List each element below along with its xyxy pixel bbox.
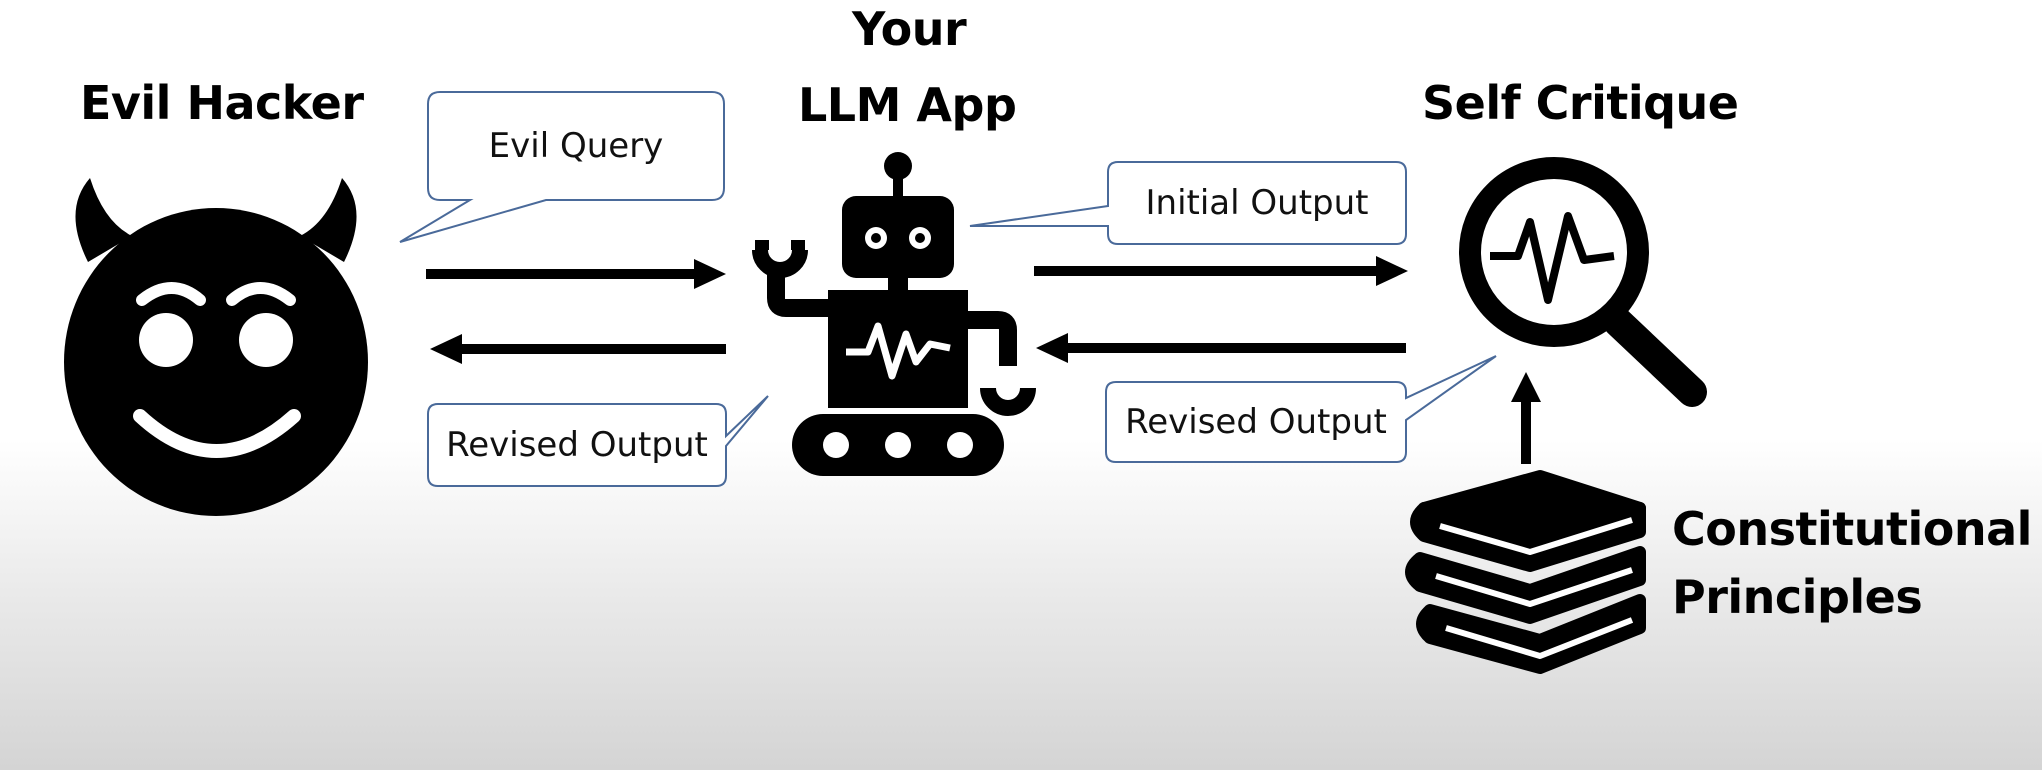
critique-title: Self Critique [1422, 76, 1739, 130]
principles-title-line1: Constitutional [1672, 502, 2032, 556]
app-title-line2: LLM App [798, 78, 1017, 132]
hacker-title: Evil Hacker [80, 76, 364, 130]
bubble-revised-output-right [1105, 355, 1497, 463]
app-title-line1: Your [852, 2, 967, 56]
books-stack-icon [1405, 470, 1646, 674]
devil-face-icon [64, 178, 368, 516]
principles-title-line2: Principles [1672, 570, 1923, 624]
bubble-evil-query [399, 91, 725, 243]
arrow-principles-to-critique [1511, 372, 1541, 464]
bubble-initial-output-text: Initial Output [1145, 183, 1369, 223]
robot-icon [752, 152, 1036, 476]
magnifier-waveform-icon [1459, 157, 1707, 407]
bubble-initial-output [969, 161, 1407, 245]
arrow-app-to-critique [1034, 256, 1408, 286]
bubble-revised-output-left [427, 395, 769, 487]
bubble-revised-output-right-text: Revised Output [1125, 402, 1387, 442]
bubble-revised-output-left-text: Revised Output [446, 425, 708, 465]
arrow-critique-to-app [1036, 333, 1406, 363]
arrow-query-to-app [426, 259, 726, 289]
bubble-evil-query-text: Evil Query [488, 126, 664, 166]
arrow-app-to-hacker [430, 334, 726, 364]
